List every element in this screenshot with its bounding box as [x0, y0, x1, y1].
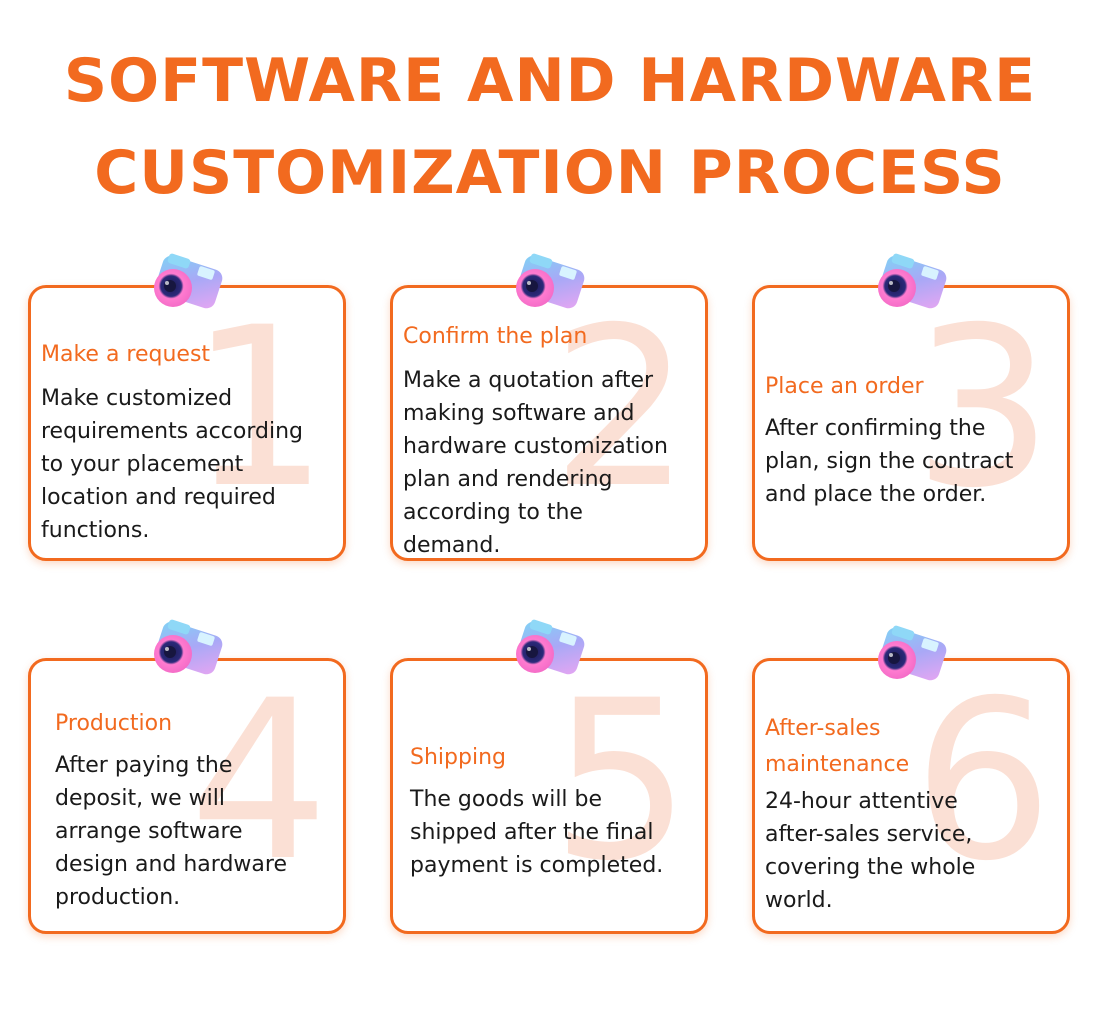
camera-icon	[516, 619, 585, 675]
step-card-1: 1 Make a request Make customized require…	[28, 285, 346, 561]
step-title: Shipping	[410, 745, 506, 770]
step-card-2: 2 Confirm the plan Make a quotation afte…	[390, 285, 708, 561]
step-description: After confirming the plan, sign the cont…	[765, 416, 1014, 507]
step-title: Confirm the plan	[403, 324, 588, 349]
step-card-6: 6 After-sales maintenance 24-hour attent…	[752, 658, 1070, 934]
camera-icon	[878, 625, 947, 681]
step-card-4: 4 Production After paying the deposit, w…	[28, 658, 346, 934]
step-description: Make a quotation after making software a…	[403, 368, 668, 558]
step-description: The goods will be shipped after the fina…	[410, 787, 664, 878]
step-number: 1	[189, 285, 329, 536]
step-number: 4	[189, 658, 329, 909]
camera-icon	[154, 253, 223, 309]
camera-icon	[878, 253, 947, 309]
step-title: Production	[55, 711, 173, 736]
page-title-line-2: CUSTOMIZATION PROCESS	[94, 138, 1006, 208]
camera-icon	[154, 619, 223, 675]
step-title: Place an order	[765, 374, 924, 399]
step-number: 3	[913, 285, 1053, 536]
step-number: 2	[551, 285, 691, 536]
step-description: Make customized requirements according t…	[41, 386, 303, 543]
step-number: 5	[551, 658, 691, 909]
step-description: 24-hour attentive after-sales service, c…	[765, 789, 976, 913]
step-title: Make a request	[41, 342, 211, 367]
step-card-3: 3 Place an order After confirming the pl…	[752, 285, 1070, 561]
step-title: After-sales maintenance	[765, 716, 910, 777]
step-description: After paying the deposit, we will arrang…	[55, 753, 287, 910]
step-card-5: 5 Shipping The goods will be shipped aft…	[390, 658, 708, 934]
step-number: 6	[913, 658, 1053, 909]
camera-icon	[516, 253, 585, 309]
page-title-line-1: SOFTWARE AND HARDWARE	[63, 46, 1037, 116]
